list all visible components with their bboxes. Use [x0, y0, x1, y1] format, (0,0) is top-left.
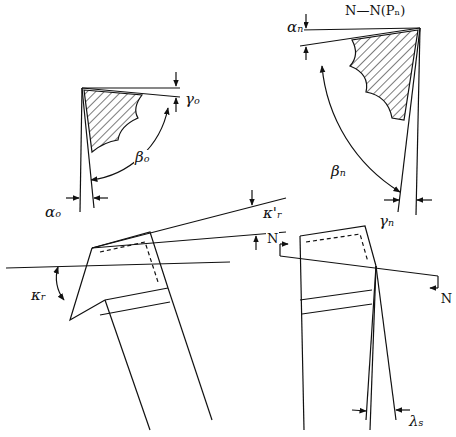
- section-title: N—N(Pₙ): [344, 4, 406, 17]
- angle-label: βₙ: [330, 164, 347, 179]
- angle-label: κ'ᵣ: [262, 206, 283, 221]
- angle-label: βₒ: [134, 150, 150, 165]
- angle-label: γₙ: [378, 214, 395, 229]
- angle-label: λₛ: [408, 414, 425, 429]
- angle-label: κᵣ: [30, 288, 47, 303]
- angle-label: αₙ: [286, 20, 304, 35]
- section-mark: N: [266, 232, 279, 245]
- angle-label: γₒ: [184, 92, 201, 107]
- angle-label: αₒ: [44, 205, 62, 220]
- section-mark: N: [440, 292, 453, 305]
